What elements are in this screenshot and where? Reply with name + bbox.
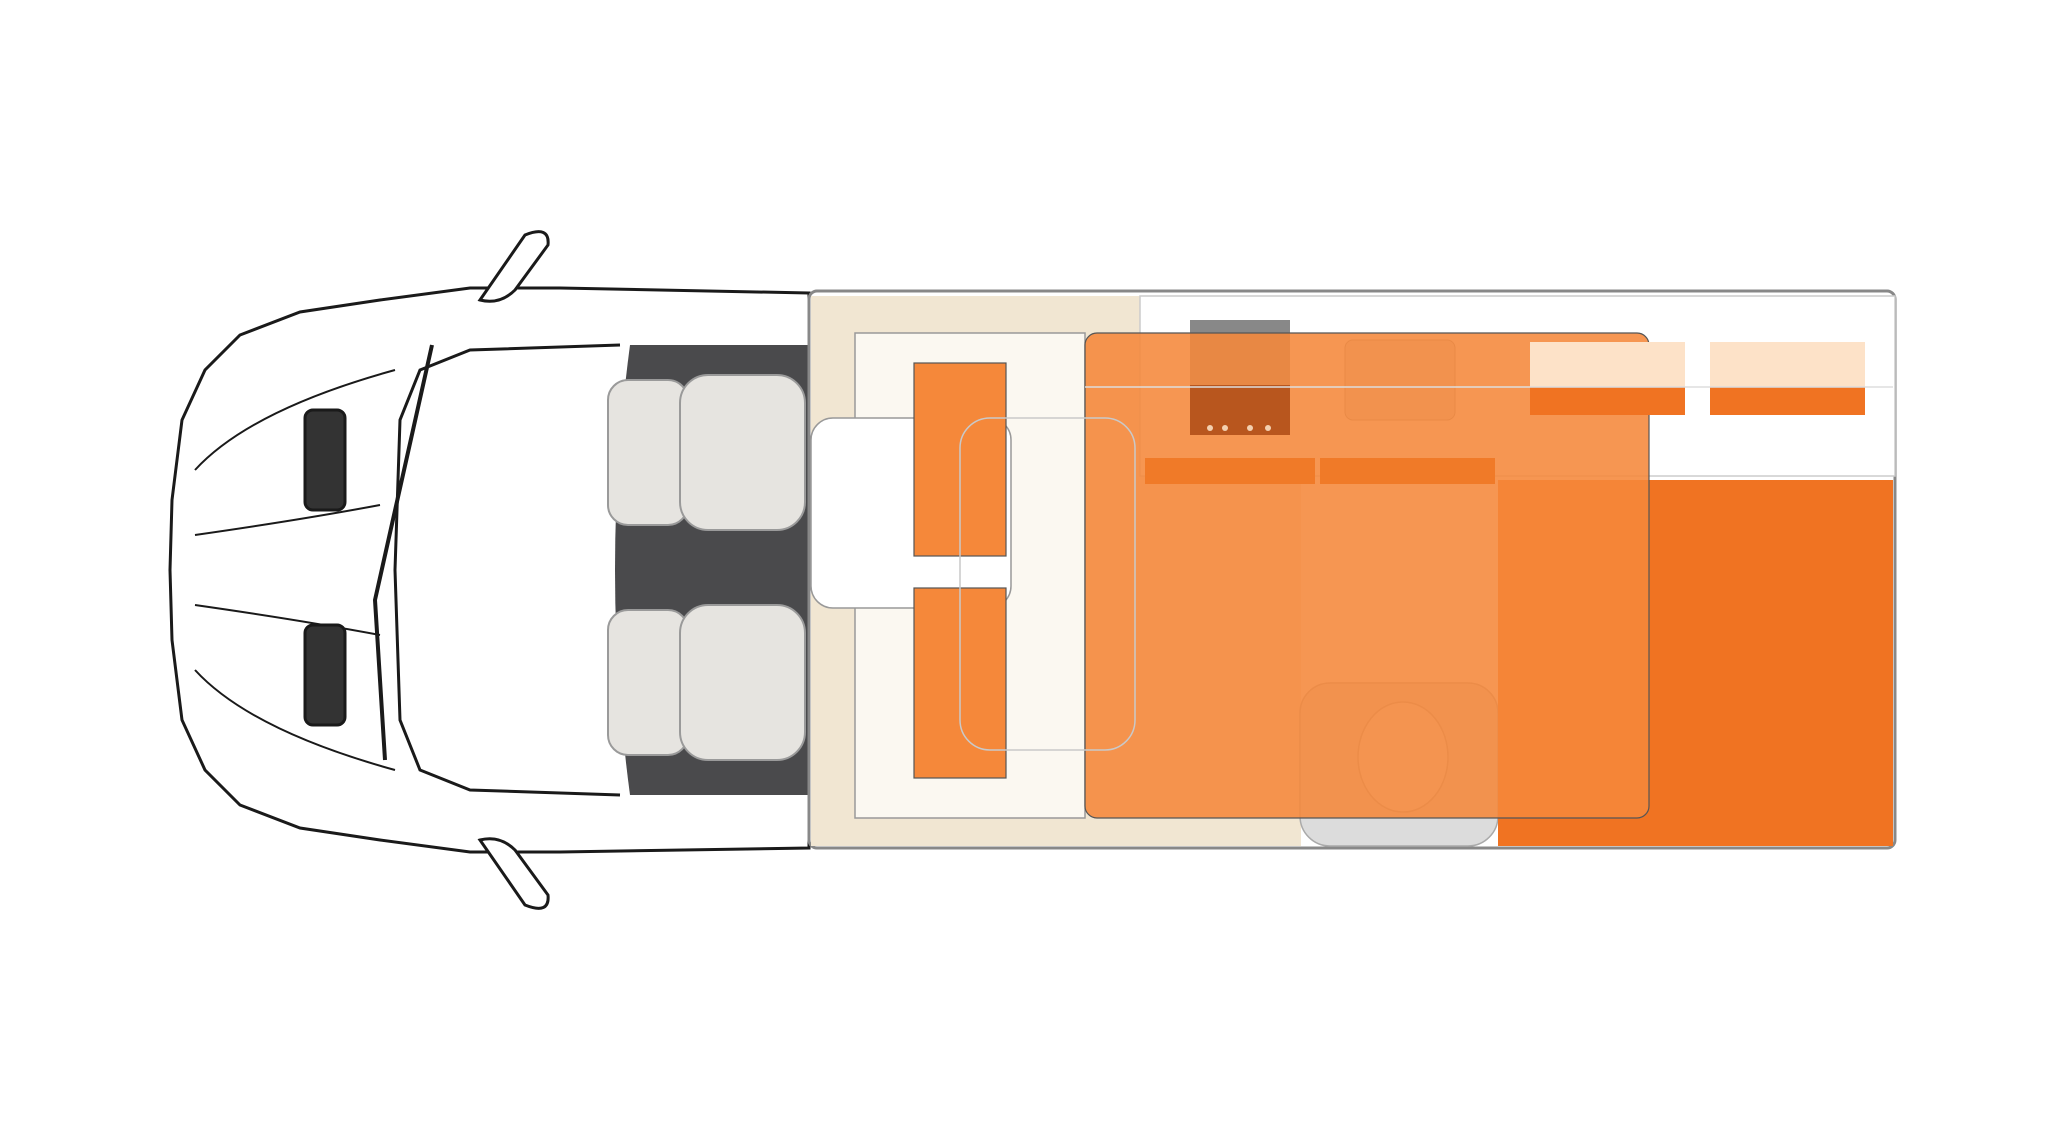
seat-driver-base <box>607 379 689 526</box>
mirror-left <box>477 230 550 303</box>
burner <box>1207 425 1213 431</box>
windscreen <box>393 343 621 797</box>
overhead-cupboard-2 <box>1710 387 1865 415</box>
drawer-right <box>1320 458 1495 484</box>
burner <box>1265 425 1271 431</box>
overhead-cupboard-1 <box>1530 387 1685 415</box>
drawer-left <box>1145 458 1315 484</box>
mirror-right <box>477 837 550 910</box>
overhead-cupboard-1-light <box>1530 342 1685 387</box>
seat-passenger-base <box>607 609 689 756</box>
seat-driver-back <box>679 374 806 531</box>
front-seats <box>607 374 806 761</box>
overhead-cupboard-2-light <box>1710 342 1865 387</box>
burner <box>1247 425 1253 431</box>
bonnet-line <box>194 369 396 771</box>
bonnet-crease <box>194 504 381 636</box>
burner <box>1222 425 1228 431</box>
grille-vent-top <box>303 408 347 512</box>
seat-passenger-back <box>679 604 806 761</box>
grille-vent-bottom <box>303 623 347 727</box>
wiper <box>372 344 434 761</box>
dinette-table <box>959 417 1136 751</box>
cooktop-overlay <box>1190 385 1290 435</box>
main-bed-overlay <box>1084 332 1650 819</box>
burners <box>1207 425 1271 431</box>
